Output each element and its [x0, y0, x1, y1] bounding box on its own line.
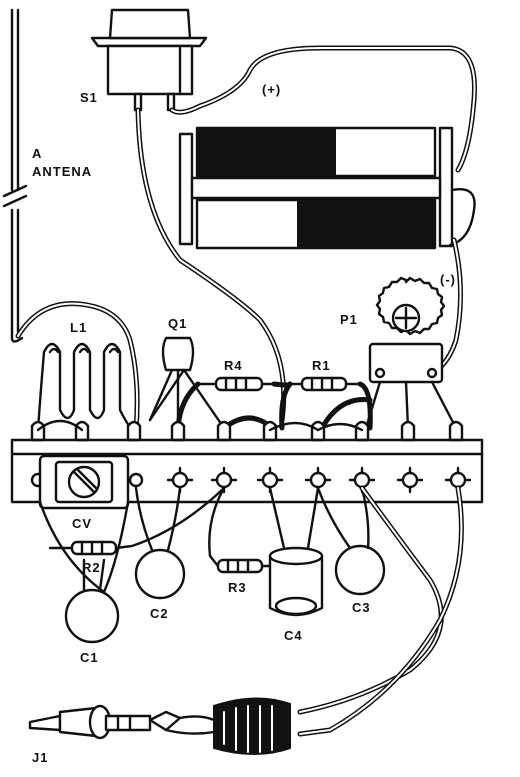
potentiometer-p1 — [364, 276, 458, 430]
label-q1: Q1 — [168, 316, 187, 331]
label-r3: R3 — [228, 580, 247, 595]
label-minus: (-) — [440, 272, 456, 287]
label-plus: (+) — [262, 82, 281, 97]
component-labels: S1 (+) (-) A ANTENA L1 Q1 R4 R1 P1 CV R2… — [32, 82, 456, 765]
resistor-r1 — [288, 376, 362, 392]
capacitor-c1 — [64, 558, 120, 644]
resistor-r4 — [196, 376, 276, 392]
ferrite-sleeve — [213, 697, 291, 755]
label-l1: L1 — [70, 320, 87, 335]
label-c2: C2 — [150, 606, 169, 621]
label-j1: J1 — [32, 750, 48, 765]
switch-s1 — [90, 8, 208, 112]
label-r4: R4 — [224, 358, 243, 373]
label-antenna: ANTENA — [32, 164, 92, 179]
coil-l1 — [36, 342, 134, 432]
variable-capacitor-cv — [38, 454, 130, 594]
antenna-wire — [2, 8, 28, 343]
battery-holder — [178, 126, 476, 250]
terminal-lugs — [30, 420, 464, 442]
label-c3: C3 — [352, 600, 371, 615]
label-s1: S1 — [80, 90, 98, 105]
resistor-r3 — [208, 486, 274, 574]
label-antenna-a: A — [32, 146, 42, 161]
label-cv: CV — [72, 516, 92, 531]
label-p1: P1 — [340, 312, 358, 327]
jack-j1 — [28, 704, 216, 740]
label-c4: C4 — [284, 628, 303, 643]
label-c1: C1 — [80, 650, 99, 665]
transistor-q1 — [148, 336, 226, 430]
label-r1: R1 — [312, 358, 331, 373]
capacitor-c2 — [134, 486, 186, 600]
label-r2: R2 — [82, 560, 101, 575]
capacitor-c4 — [268, 486, 324, 617]
